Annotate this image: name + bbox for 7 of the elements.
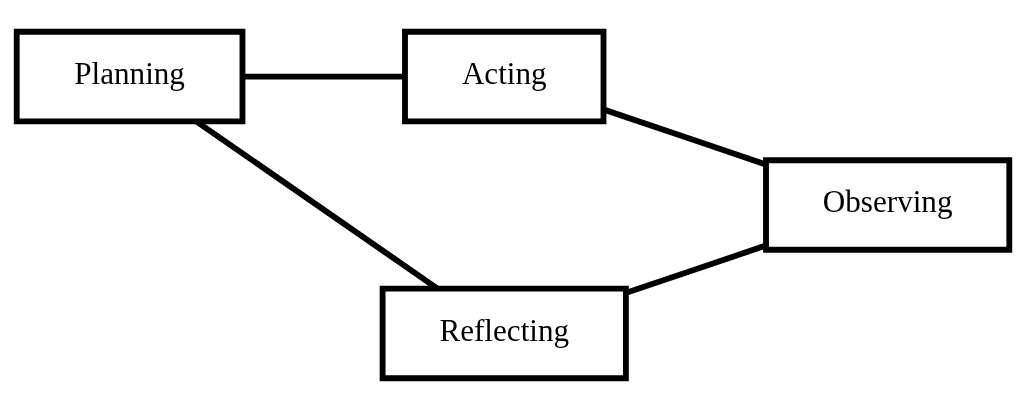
node-box: Observing	[763, 156, 1013, 253]
node-box: Reflecting	[379, 285, 629, 381]
connector	[242, 73, 405, 79]
connector	[603, 106, 767, 167]
node-box: Acting	[402, 28, 607, 124]
connector	[625, 242, 767, 296]
node-box: Planning	[13, 28, 246, 124]
